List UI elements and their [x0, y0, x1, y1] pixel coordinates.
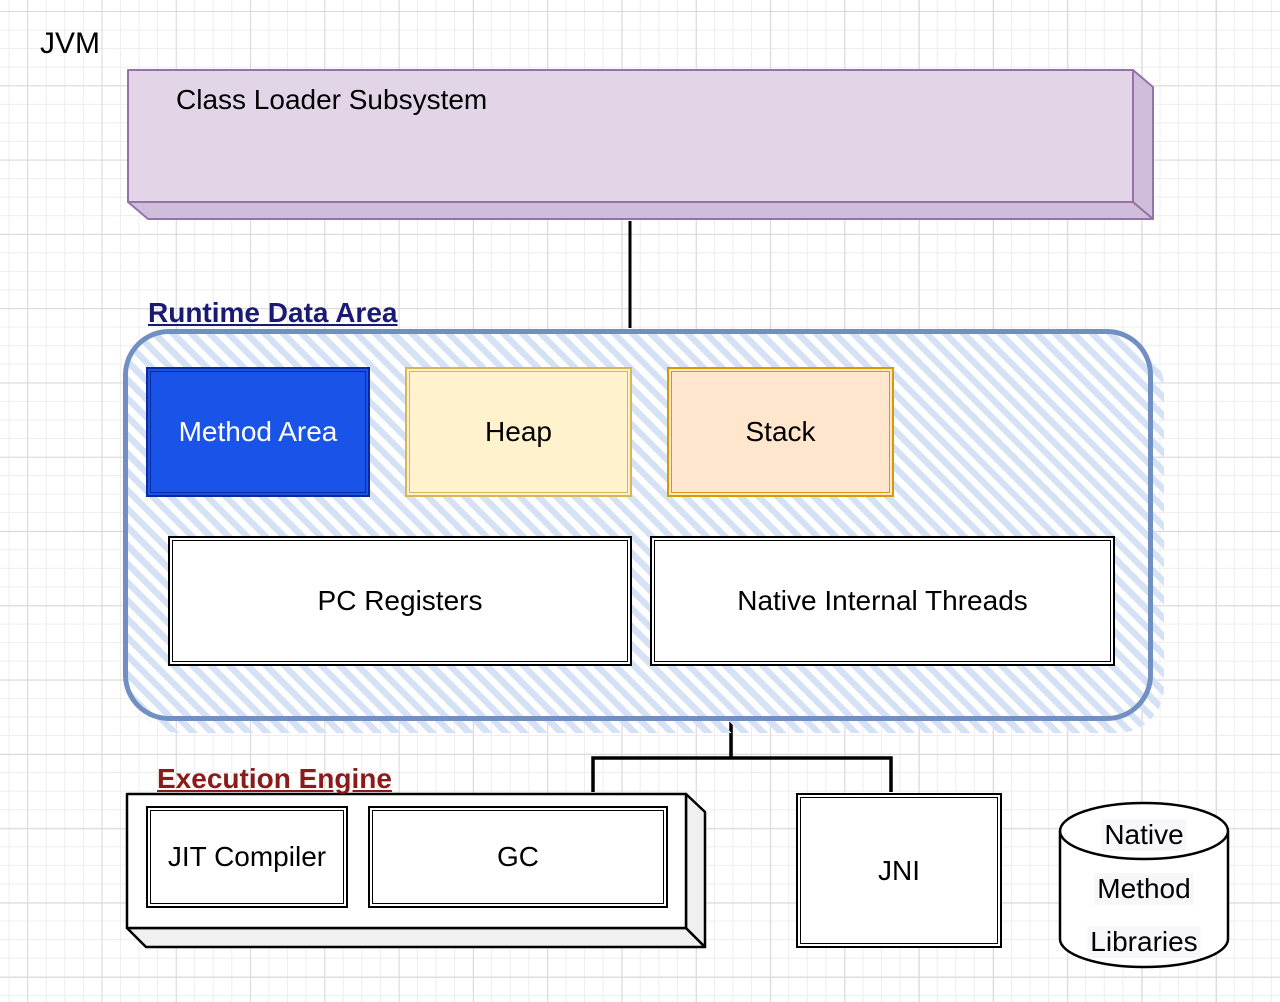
jit-compiler-box: JIT Compiler [146, 806, 348, 908]
jni-box: JNI [796, 793, 1002, 948]
gc-label: GC [497, 841, 539, 872]
stack-label: Stack [745, 416, 816, 447]
method-area-label: Method Area [178, 416, 338, 447]
execution-engine-right-face [684, 792, 707, 949]
runtime-data-area-title: Runtime Data Area [148, 297, 398, 328]
class-loader-right-face [1132, 69, 1154, 220]
native-internal-threads-box: Native Internal Threads [650, 536, 1115, 666]
gc-box: GC [368, 806, 668, 908]
stack-box: Stack [667, 367, 894, 497]
execution-engine-title: Execution Engine [157, 763, 392, 794]
class-loader-subsystem-box [127, 69, 1154, 220]
heap-box: Heap [405, 367, 632, 497]
native-method-libraries-label-line3: Libraries [1087, 926, 1201, 958]
pc-registers-box: PC Registers [168, 536, 632, 666]
jvm-label: JVM [40, 27, 100, 60]
jni-label: JNI [878, 854, 920, 886]
native-internal-threads-label: Native Internal Threads [737, 585, 1028, 616]
native-method-libraries-label-line2: Method [1094, 873, 1194, 905]
native-method-libraries-label-line1: Native [1101, 819, 1187, 851]
execution-engine-bottom-face [125, 926, 707, 949]
method-area-box: Method Area [146, 367, 370, 497]
class-loader-front-face [127, 69, 1134, 203]
heap-label: Heap [485, 416, 552, 447]
class-loader-label: Class Loader Subsystem [176, 84, 488, 115]
pc-registers-label: PC Registers [317, 585, 483, 616]
jit-compiler-label: JIT Compiler [167, 841, 327, 872]
class-loader-bottom-face [127, 201, 1154, 220]
